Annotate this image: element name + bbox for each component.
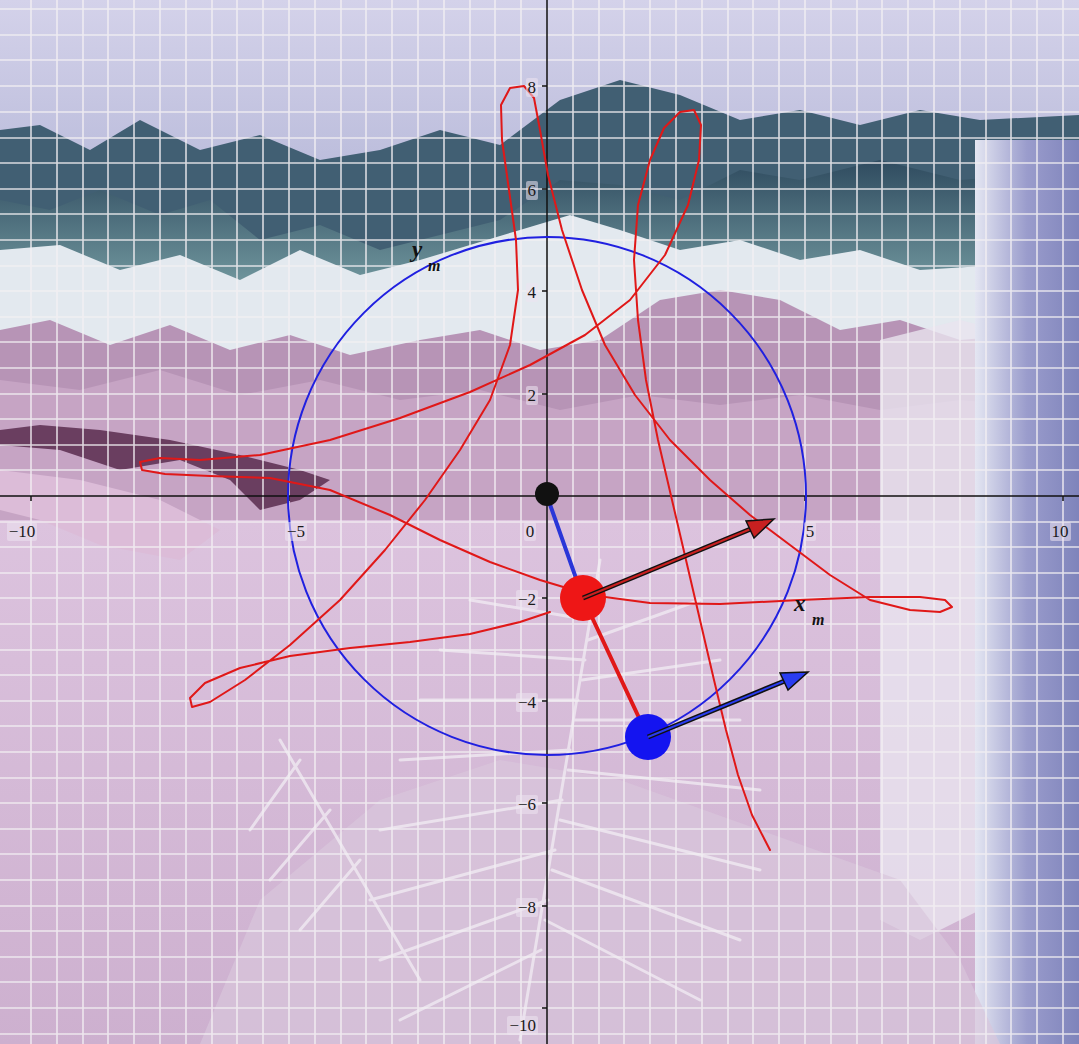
tick-label: 6 — [526, 181, 539, 200]
tick-label: −2 — [516, 590, 538, 609]
tick-label: −10 — [507, 1016, 538, 1035]
axis-label: y — [412, 238, 422, 261]
tick-label: 10 — [1050, 522, 1071, 541]
tick-label: 8 — [526, 78, 539, 97]
axis-subscript: m — [812, 612, 824, 628]
trajectory-curve — [140, 86, 952, 850]
tick-label: −6 — [516, 795, 538, 814]
tick-label: 4 — [526, 283, 539, 302]
pivot-dot — [535, 482, 559, 506]
tick-label: 2 — [526, 386, 539, 405]
tick-label: 5 — [804, 522, 817, 541]
tick-label: −8 — [516, 898, 538, 917]
pendulum-rods — [547, 496, 648, 737]
tick-label: −4 — [516, 693, 538, 712]
axis-subscript: m — [428, 258, 440, 274]
axis-label: x — [794, 592, 806, 615]
velocity-arrow — [648, 672, 808, 737]
tick-label: −5 — [285, 522, 307, 541]
tick-label: 0 — [524, 522, 537, 541]
velocity-arrow — [583, 519, 774, 598]
tick-label: −10 — [7, 522, 38, 541]
